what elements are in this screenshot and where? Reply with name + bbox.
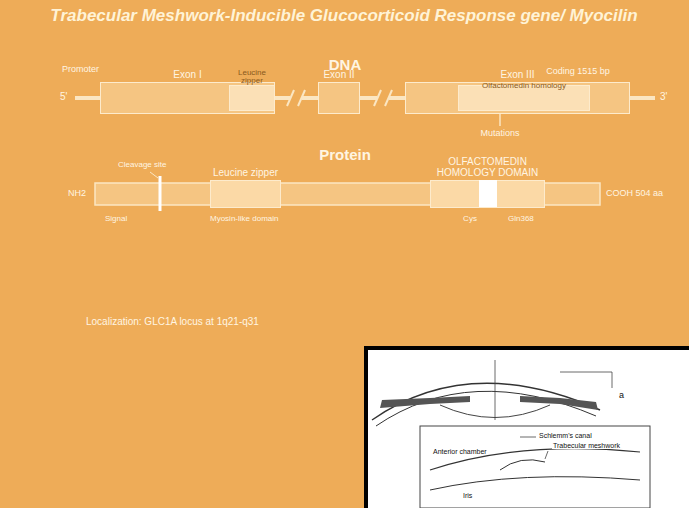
break-mark <box>287 90 294 106</box>
strand-end: 5' <box>60 91 67 102</box>
terminus-label: COOH 504 aa <box>606 188 663 198</box>
part-label: Promoter <box>62 64 99 74</box>
strand-end: 3' <box>660 91 667 102</box>
callout-letter: a <box>618 390 625 400</box>
anatomy-label: Trabecular meshwork <box>552 442 621 449</box>
eye-inset <box>366 348 689 508</box>
anatomy-label: Schlemm's canal <box>538 432 593 439</box>
part-label: Coding 1515 bp <box>546 66 610 76</box>
mutation-hotspot <box>479 180 497 207</box>
exon-box: Exon II <box>318 82 360 114</box>
break-mark <box>374 90 381 106</box>
part-label: Signal <box>105 214 127 223</box>
section-heading: Protein <box>319 146 371 163</box>
part-label: Cleavage site <box>118 160 166 169</box>
exon-box: Exon ILeucine zipper <box>100 82 275 114</box>
dna-strand <box>75 96 100 100</box>
leader-line <box>499 114 501 126</box>
anatomy-label: Anterior chamber <box>432 448 488 455</box>
part-label: Cys <box>463 214 477 223</box>
break-mark <box>298 90 305 106</box>
anatomy-label: Iris <box>462 492 473 499</box>
node-text: Leucine zipper <box>232 69 272 87</box>
part-label: Gln368 <box>508 214 534 223</box>
break-mark <box>385 90 392 106</box>
domain-box: Olfactomedin homology <box>458 85 590 111</box>
exon-box: Leucine zipper <box>210 180 281 208</box>
exon-box: Exon IIIOlfactomedin homology <box>405 82 630 114</box>
slide-title: Trabecular Meshwork-Inducible Glucocorti… <box>44 6 644 26</box>
node-heading: Exon I <box>173 69 201 80</box>
domain-box: Leucine zipper <box>229 85 275 111</box>
dna-strand <box>630 96 655 100</box>
part-label: Myosin-like domain <box>210 214 278 223</box>
note: Localization: GLC1A locus at 1q21-q31 <box>86 316 259 327</box>
exon-box: OLFACTOMEDIN HOMOLOGY DOMAIN <box>430 180 545 208</box>
node-heading: Exon III <box>501 69 535 80</box>
leader-line <box>150 172 158 178</box>
node-heading: OLFACTOMEDIN HOMOLOGY DOMAIN <box>418 156 558 178</box>
terminus-label: NH2 <box>68 188 86 198</box>
node-heading: Leucine zipper <box>213 167 278 178</box>
cleavage-tick <box>159 176 162 211</box>
node-text: Olfactomedin homology <box>461 82 587 91</box>
part-label: Mutations <box>480 128 519 138</box>
section-heading: DNA <box>329 56 362 73</box>
